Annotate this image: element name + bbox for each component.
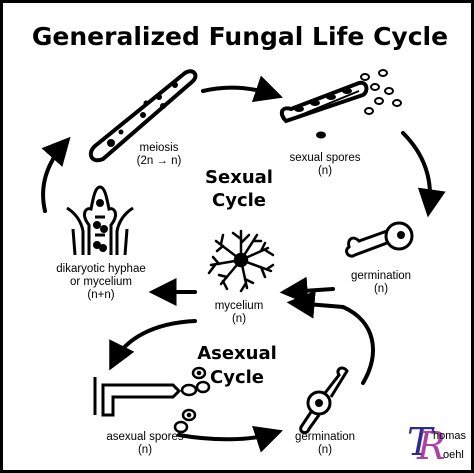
svg-text:(n): (n) bbox=[232, 313, 246, 325]
svg-text:or mycelium: or mycelium bbox=[70, 276, 132, 288]
thomas-roehl-logo: T R homas oehl bbox=[407, 420, 467, 468]
svg-text:(n): (n) bbox=[374, 283, 388, 295]
arrow-dikaryotic-to-meiosis bbox=[41, 136, 71, 213]
label-dikaryotic: dikaryotic hyphae or mycelium (n+n) bbox=[56, 263, 146, 301]
diagram-title: Generalized Fungal Life Cycle bbox=[32, 22, 448, 51]
svg-text:(2n → n): (2n → n) bbox=[137, 155, 182, 167]
dikaryotic-hyphae-illustration bbox=[66, 185, 134, 256]
mycelium-illustration bbox=[207, 229, 275, 293]
svg-text:germination: germination bbox=[295, 431, 355, 443]
asexual-cycle-heading: Asexual Cycle bbox=[197, 343, 277, 388]
label-meiosis: meiosis (2n → n) bbox=[137, 142, 182, 167]
ascus-meiosis-illustration bbox=[88, 69, 198, 163]
svg-text:mycelium: mycelium bbox=[215, 300, 264, 312]
svg-text:sexual spores: sexual spores bbox=[290, 152, 361, 164]
germination-bottom-illustration bbox=[299, 366, 349, 435]
arrow-asexual-to-germination bbox=[177, 425, 283, 453]
svg-text:Asexual: Asexual bbox=[197, 343, 277, 364]
label-germination-top: germination (n) bbox=[351, 270, 411, 295]
arrow-spores-to-germination bbox=[401, 131, 446, 218]
arrow-mycelium-to-asexual bbox=[109, 319, 197, 371]
label-sexual-spores: sexual spores (n) bbox=[290, 152, 361, 177]
sexual-cycle-heading: Sexual Cycle bbox=[205, 167, 273, 211]
arrow-meiosis-to-spores bbox=[201, 75, 283, 103]
svg-text:Cycle: Cycle bbox=[210, 367, 264, 388]
logo-initial-t: T bbox=[407, 420, 435, 464]
svg-text:Cycle: Cycle bbox=[212, 190, 266, 211]
cycle-arrows bbox=[41, 75, 446, 453]
logo-text-oehl: oehl bbox=[443, 449, 464, 461]
label-mycelium: mycelium (n) bbox=[215, 300, 264, 325]
svg-text:meiosis: meiosis bbox=[140, 142, 179, 154]
arrow-germination-to-mycelium-asexual bbox=[286, 290, 376, 385]
svg-text:dikaryotic hyphae: dikaryotic hyphae bbox=[56, 263, 146, 275]
svg-text:asexual spores: asexual spores bbox=[106, 431, 184, 443]
logo-text-homas: homas bbox=[433, 430, 467, 442]
asexual-spores-illustration bbox=[93, 366, 211, 434]
germination-top-illustration bbox=[345, 221, 414, 258]
arrow-germination-to-mycelium bbox=[279, 276, 335, 305]
svg-text:(n): (n) bbox=[138, 444, 152, 456]
logo-initial-r: R bbox=[416, 424, 446, 468]
fungal-life-cycle-diagram: Generalized Fungal Life Cycle bbox=[32, 22, 467, 468]
svg-text:(n): (n) bbox=[318, 165, 332, 177]
svg-text:(n+n): (n+n) bbox=[87, 289, 114, 301]
sexual-spores-illustration bbox=[279, 69, 402, 139]
svg-text:(n): (n) bbox=[318, 444, 332, 456]
label-asexual-spores: asexual spores (n) bbox=[106, 431, 184, 456]
svg-text:germination: germination bbox=[351, 270, 411, 282]
label-germination-bottom: germination (n) bbox=[295, 431, 355, 456]
svg-text:Sexual: Sexual bbox=[205, 167, 273, 188]
